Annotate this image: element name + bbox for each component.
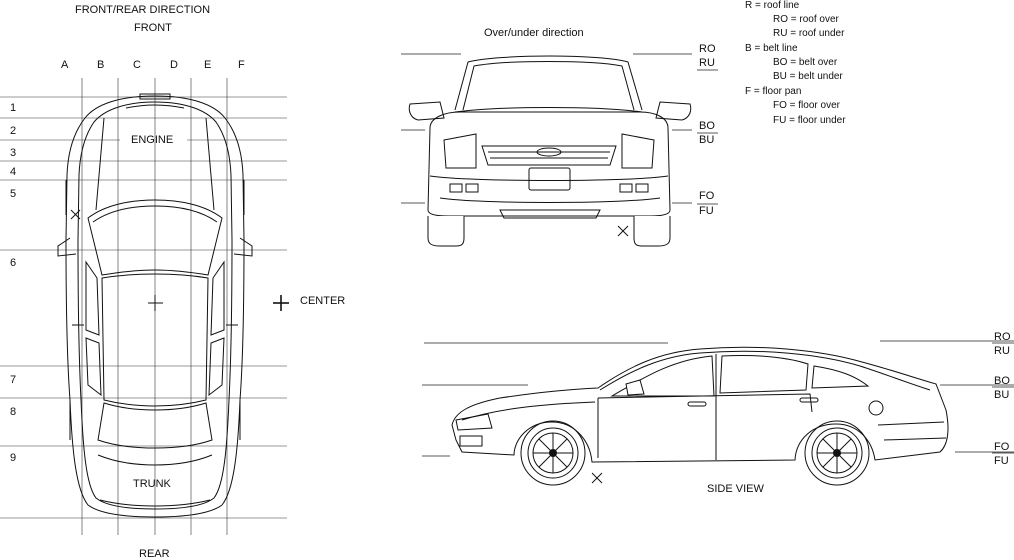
front-view-car (401, 53, 718, 247)
row-label-3: 3 (10, 147, 17, 159)
column-label-f: F (238, 59, 245, 71)
row-label-5: 5 (10, 188, 17, 200)
legend-roof-over: RO = roof over (773, 14, 839, 25)
row-label-6: 6 (10, 257, 17, 269)
column-label-d: D (170, 59, 178, 71)
center-label: CENTER (300, 295, 346, 307)
column-label-c: C (133, 59, 141, 71)
front-fu-label: FU (699, 205, 714, 217)
legend-belt-over: BO = belt over (773, 57, 838, 68)
front-label: FRONT (134, 22, 172, 34)
column-label-a: A (61, 59, 69, 71)
row-label-7: 7 (10, 374, 17, 386)
over-under-title: Over/under direction (484, 27, 584, 39)
row-label-1: 1 (10, 102, 17, 114)
side-bu-label: BU (994, 389, 1010, 401)
legend-floor-over: FO = floor over (773, 100, 840, 111)
row-label-9: 9 (10, 452, 17, 464)
legend-roof-under: RU = roof under (773, 28, 845, 39)
row-label-2: 2 (10, 125, 17, 137)
column-label-b: B (97, 59, 105, 71)
legend-roof-line: R = roof line (745, 0, 800, 11)
front-bo-label: BO (699, 120, 715, 132)
front-fo-label: FO (699, 190, 715, 202)
top-view-grid (0, 78, 287, 535)
front-rear-title: FRONT/REAR DIRECTION (75, 4, 211, 16)
side-fu-label: FU (994, 455, 1009, 467)
side-fo-label: FO (994, 441, 1010, 453)
legend-floor-pan: F = floor pan (745, 86, 802, 97)
center-marker (273, 295, 289, 311)
rear-label: REAR (139, 548, 170, 560)
legend-belt-line: B = belt line (745, 43, 798, 54)
trunk-label: TRUNK (133, 478, 171, 490)
top-view-car (57, 93, 253, 518)
front-ru-label: RU (699, 57, 715, 69)
front-ro-label: RO (699, 43, 716, 55)
side-bo-label: BO (994, 375, 1010, 387)
row-label-4: 4 (10, 166, 17, 178)
front-bu-label: BU (699, 134, 715, 146)
legend-belt-under: BU = belt under (773, 71, 843, 82)
side-ro-label: RO (994, 331, 1011, 343)
side-view-car (422, 340, 1014, 486)
engine-label: ENGINE (131, 134, 174, 146)
column-label-e: E (204, 59, 212, 71)
legend-floor-under: FU = floor under (773, 115, 846, 126)
side-view-title: SIDE VIEW (707, 483, 764, 495)
side-ru-label: RU (994, 345, 1010, 357)
row-label-8: 8 (10, 406, 17, 418)
